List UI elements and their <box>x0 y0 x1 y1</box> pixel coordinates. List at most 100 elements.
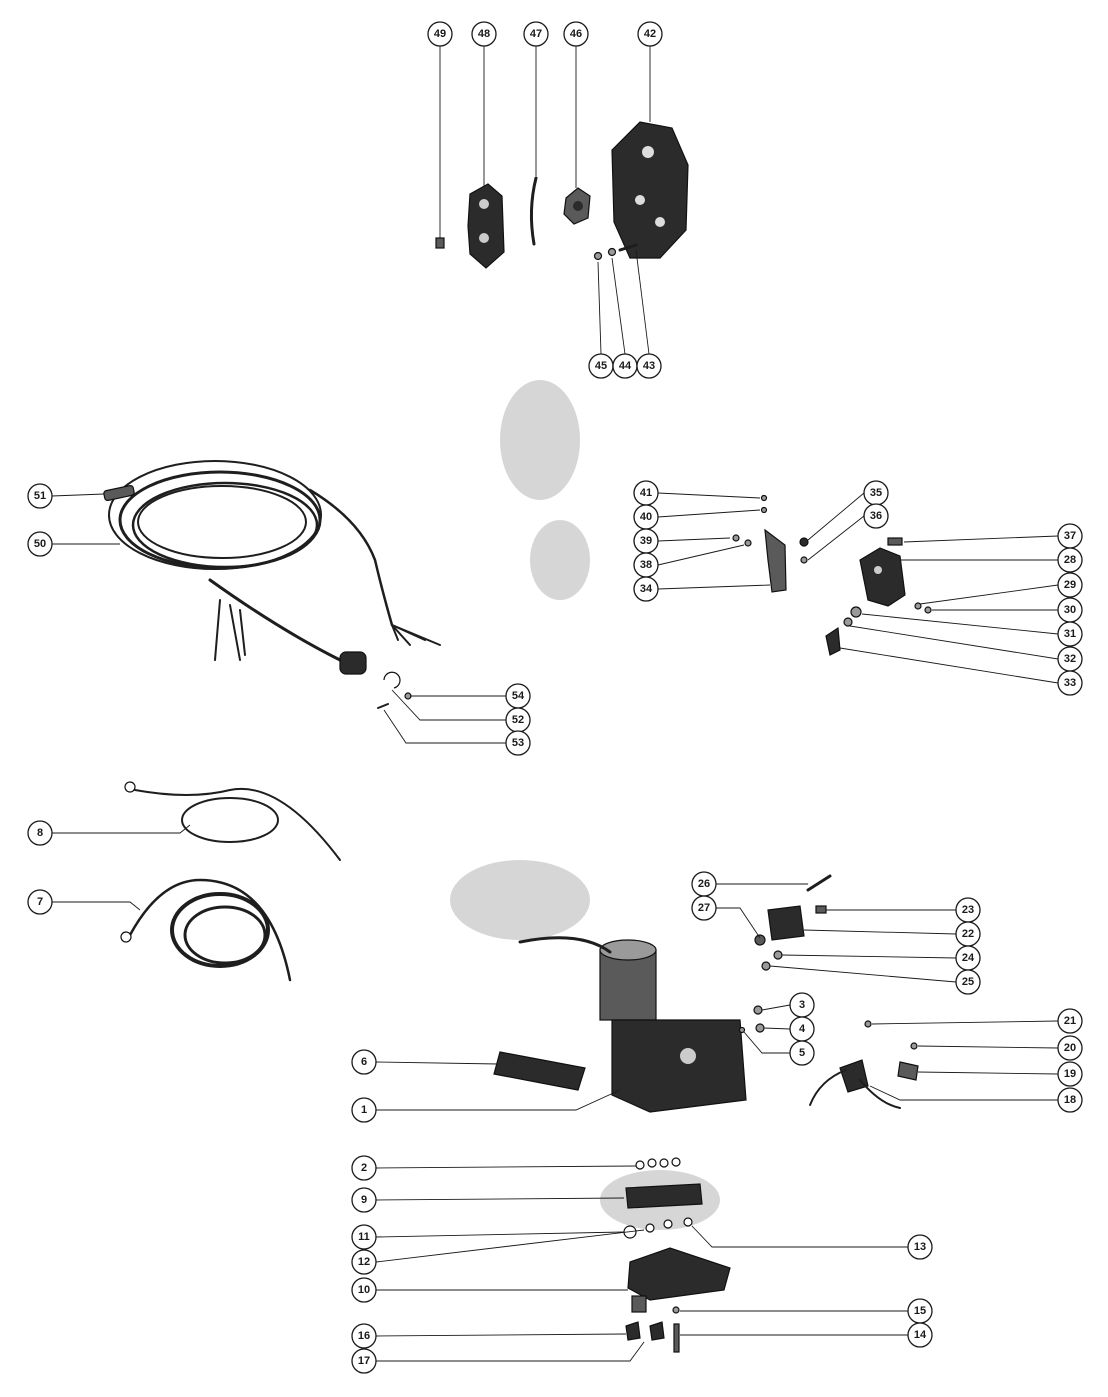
svg-text:29: 29 <box>1064 579 1076 591</box>
callout-7: 7 <box>27 889 53 915</box>
callout-5: 5 <box>789 1040 815 1066</box>
svg-text:24: 24 <box>962 952 975 964</box>
part-50-wiring-harness <box>108 460 441 675</box>
svg-text:6: 6 <box>361 1056 367 1068</box>
callout-13: 13 <box>907 1234 933 1260</box>
svg-text:23: 23 <box>962 904 974 916</box>
part-28-solenoid <box>859 547 906 607</box>
callout-39: 39 <box>633 528 659 554</box>
svg-text:13: 13 <box>914 1241 926 1253</box>
callout-29: 29 <box>1057 572 1083 598</box>
callout-19: 19 <box>1057 1061 1083 1087</box>
part-1-pump-motor <box>518 936 747 1113</box>
svg-text:16: 16 <box>358 1330 370 1342</box>
callout-40: 40 <box>633 504 659 530</box>
part-43-45-hardware <box>593 243 638 261</box>
svg-text:7: 7 <box>37 896 43 908</box>
svg-text:48: 48 <box>478 28 490 40</box>
callouts: 49 48 47 46 42 45 44 43 51 50 54 52 53 8… <box>27 21 1083 1374</box>
svg-text:26: 26 <box>698 878 710 890</box>
callout-15: 15 <box>907 1298 933 1324</box>
callout-46: 46 <box>563 21 589 47</box>
callout-28: 28 <box>1057 547 1083 573</box>
svg-text:14: 14 <box>914 1329 927 1341</box>
svg-text:40: 40 <box>640 511 652 523</box>
part-6-gasket <box>493 1051 586 1091</box>
callout-1: 1 <box>351 1097 377 1123</box>
callout-6: 6 <box>351 1049 377 1075</box>
callout-4: 4 <box>789 1016 815 1042</box>
part-52-54-clamp-hardware <box>377 671 412 709</box>
callout-32: 32 <box>1057 646 1083 672</box>
svg-text:22: 22 <box>962 928 974 940</box>
svg-text:38: 38 <box>640 559 652 571</box>
callout-54: 54 <box>505 683 531 709</box>
callout-45: 45 <box>588 353 614 379</box>
svg-text:20: 20 <box>1064 1042 1076 1054</box>
callout-27: 27 <box>691 895 717 921</box>
callout-51: 51 <box>27 483 53 509</box>
callout-18: 18 <box>1057 1087 1083 1113</box>
callout-38: 38 <box>633 552 659 578</box>
svg-text:17: 17 <box>358 1355 370 1367</box>
svg-text:42: 42 <box>644 28 656 40</box>
svg-text:47: 47 <box>530 28 542 40</box>
callout-43: 43 <box>636 353 662 379</box>
svg-text:21: 21 <box>1064 1015 1076 1027</box>
svg-text:2: 2 <box>361 1162 367 1174</box>
part-14-17-hardware <box>625 1306 680 1353</box>
part-35-41-hardware <box>732 494 809 564</box>
callout-35: 35 <box>863 480 889 506</box>
callout-48: 48 <box>471 21 497 47</box>
svg-text:27: 27 <box>698 902 710 914</box>
callout-12: 12 <box>351 1249 377 1275</box>
part-47-rod <box>529 176 538 246</box>
svg-text:31: 31 <box>1064 628 1076 640</box>
callout-33: 33 <box>1057 670 1083 696</box>
callout-10: 10 <box>351 1277 377 1303</box>
part-29-33-hardware <box>825 537 932 656</box>
svg-text:15: 15 <box>914 1305 926 1317</box>
callout-9: 9 <box>351 1187 377 1213</box>
part-9-plate <box>625 1183 703 1209</box>
svg-text:4: 4 <box>799 1023 806 1035</box>
part-18-21-switch <box>809 1020 919 1109</box>
svg-text:8: 8 <box>37 827 43 839</box>
callout-16: 16 <box>351 1323 377 1349</box>
svg-text:30: 30 <box>1064 604 1076 616</box>
callout-8: 8 <box>27 820 53 846</box>
part-34-bracket <box>764 528 787 593</box>
callout-20: 20 <box>1057 1035 1083 1061</box>
callout-41: 41 <box>633 480 659 506</box>
svg-text:18: 18 <box>1064 1094 1076 1106</box>
svg-text:53: 53 <box>512 737 524 749</box>
svg-text:28: 28 <box>1064 554 1076 566</box>
svg-text:12: 12 <box>358 1256 370 1268</box>
callout-26: 26 <box>691 871 717 897</box>
svg-text:35: 35 <box>870 487 882 499</box>
svg-text:50: 50 <box>34 538 46 550</box>
svg-text:54: 54 <box>512 690 525 702</box>
svg-text:11: 11 <box>358 1231 370 1243</box>
callout-47: 47 <box>523 21 549 47</box>
part-3-5-hardware <box>738 1005 765 1034</box>
callout-3: 3 <box>789 992 815 1018</box>
callout-42: 42 <box>637 21 663 47</box>
callout-50: 50 <box>27 531 53 557</box>
callout-52: 52 <box>505 707 531 733</box>
callout-24: 24 <box>955 945 981 971</box>
part-48-switch <box>467 183 505 269</box>
callout-22: 22 <box>955 921 981 947</box>
part-8-ground-lead <box>124 781 341 861</box>
svg-text:36: 36 <box>870 510 882 522</box>
callout-30: 30 <box>1057 597 1083 623</box>
svg-text:45: 45 <box>595 360 607 372</box>
part-42-cover-plate <box>611 121 689 259</box>
svg-text:1: 1 <box>361 1104 367 1116</box>
callout-11: 11 <box>351 1224 377 1250</box>
svg-text:44: 44 <box>619 360 632 372</box>
svg-text:25: 25 <box>962 976 974 988</box>
svg-text:39: 39 <box>640 535 652 547</box>
callout-44: 44 <box>612 353 638 379</box>
